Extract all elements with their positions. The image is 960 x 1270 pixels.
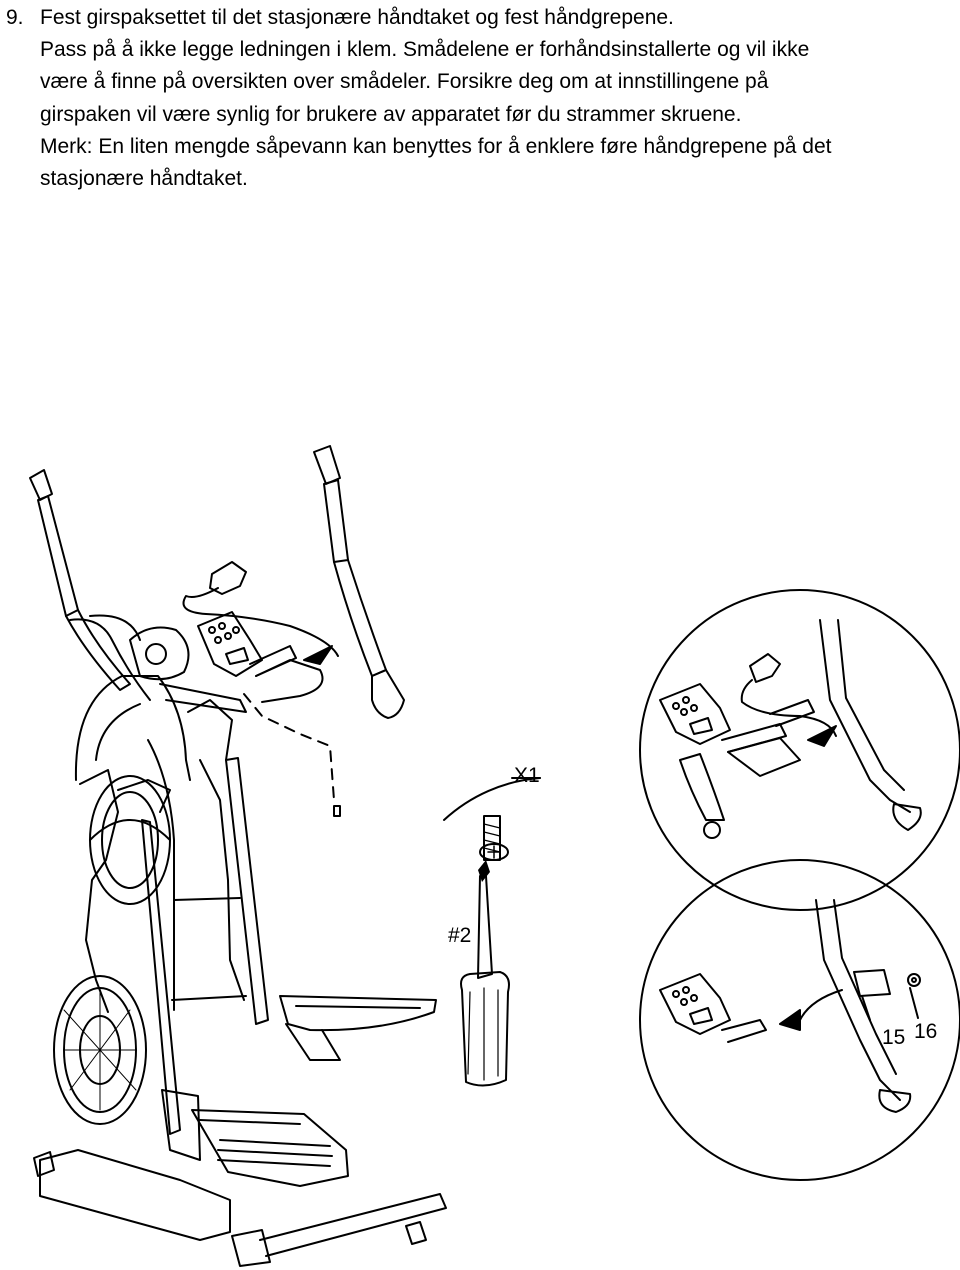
screwdriver-icon [460,860,510,1087]
step-line: være å finne på oversikten over smådeler… [40,70,769,94]
step-number: 9. [6,6,24,29]
detail-circle-top [443,589,960,911]
part-number-15: 15 [882,1026,906,1049]
machine-illustration [29,445,447,1267]
step-line: girspaken vil være synlig for brukere av… [40,102,742,126]
screw-quantity-label: X1 [514,764,540,787]
part-number-16: 16 [914,1020,938,1043]
step-text: Fest girspaksettet til det stasjonære hå… [40,2,960,195]
step-line: Pass på å ikke legge ledningen i klem. S… [40,38,810,62]
screwdriver-size-label: #2 [448,924,472,947]
step-line: Merk: En liten mengde såpevann kan benyt… [40,134,832,158]
screw-icon [479,815,509,861]
detail-circle-bottom [639,859,960,1181]
step-line: Fest girspaksettet til det stasjonære hå… [40,6,674,29]
step-line: stasjonære håndtaket. [40,167,248,191]
